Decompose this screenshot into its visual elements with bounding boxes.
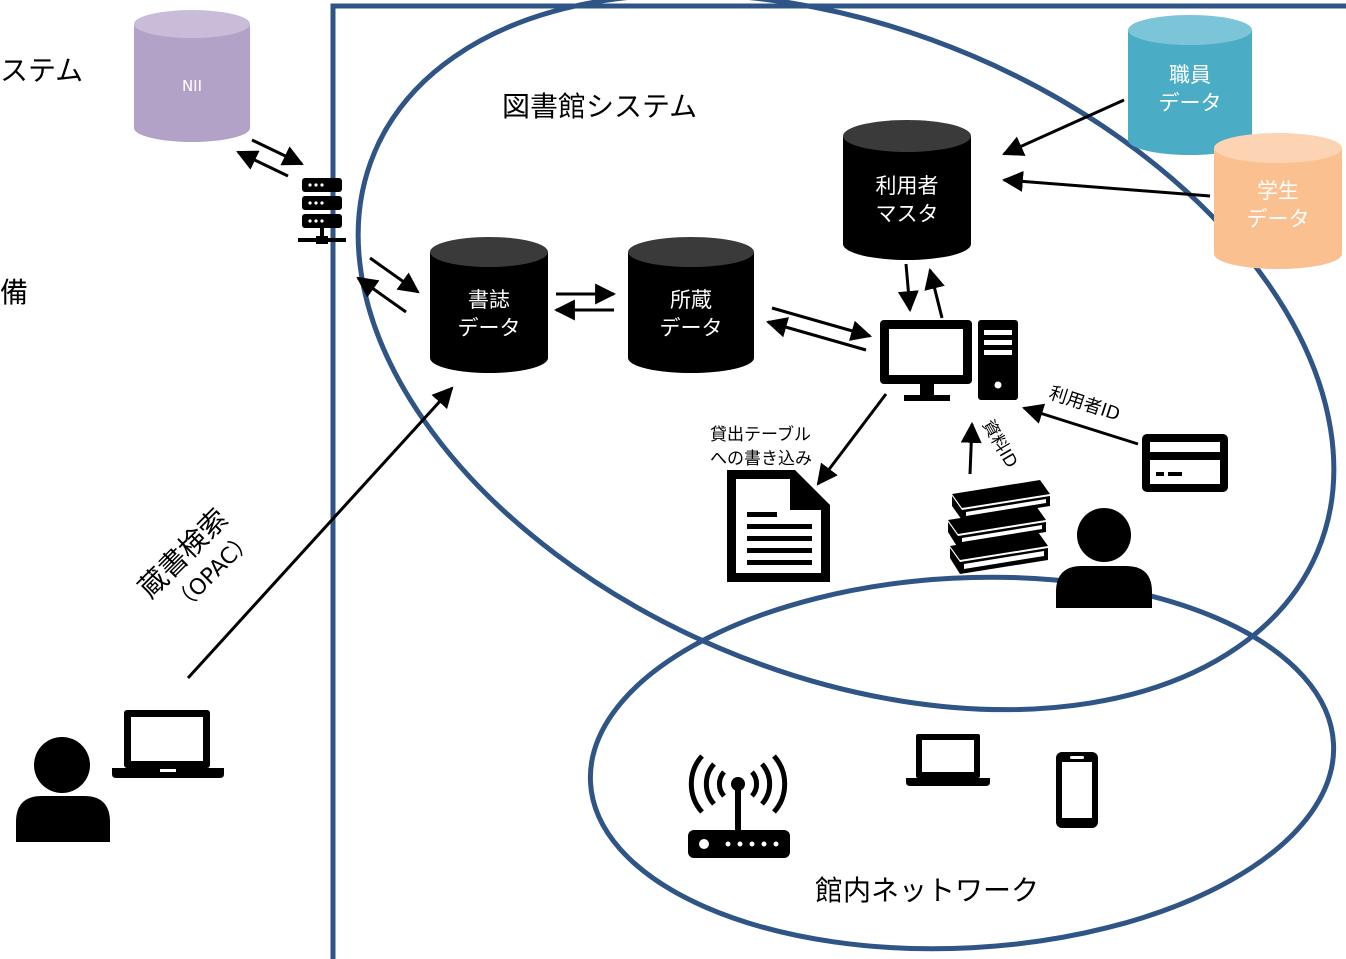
- user-master-database: 利用者 マスタ: [843, 120, 971, 260]
- library-system-title: 図書館システム: [502, 90, 697, 123]
- staff-label-2: データ: [1159, 91, 1222, 115]
- student-database: 学生 データ: [1214, 133, 1342, 269]
- id-card-icon: [1142, 434, 1228, 492]
- holdings-label-2: データ: [660, 316, 723, 340]
- loan-table-label-2: への書き込み: [710, 449, 812, 469]
- opac-label: 蔵書検索 （OPAC）: [132, 502, 259, 618]
- internal-network-ellipse: [587, 574, 1337, 952]
- holdings-database: 所蔵 データ: [628, 237, 754, 373]
- arrow-nii-to-server: [251, 138, 304, 166]
- user-master-label-2: マスタ: [876, 202, 939, 226]
- server-icon: [298, 178, 346, 244]
- person-icon: [1056, 508, 1152, 608]
- arrow-holdings-to-desktop: [771, 306, 873, 341]
- material-id-text: 資料ID: [978, 417, 1021, 472]
- arrow-staff-to-master: [1002, 98, 1125, 156]
- internal-network-title: 館内ネットワーク: [815, 874, 1039, 907]
- arrow-desktop-to-document: [816, 393, 888, 486]
- bib-database: 書誌 データ: [430, 237, 548, 373]
- opac-user-icon: [16, 737, 110, 842]
- books-icon: [948, 480, 1050, 574]
- nii-label: NII: [182, 77, 202, 95]
- arrow-desktop-to-holdings: [765, 317, 867, 352]
- outer-system-fragment: ステム: [0, 54, 83, 87]
- holdings-label-1: 所蔵: [670, 288, 712, 312]
- staff-database: 職員 データ: [1128, 15, 1252, 155]
- arrow-bib-to-server: [356, 276, 407, 314]
- wifi-router-icon: [688, 754, 790, 858]
- arrow-server-to-bib: [369, 256, 420, 294]
- document-icon: [727, 470, 830, 582]
- arrow-opac-to-bib: [186, 386, 454, 680]
- arrow-student-to-master: [1001, 170, 1211, 198]
- student-label-2: データ: [1247, 207, 1310, 231]
- bib-label-1: 書誌: [468, 288, 510, 312]
- nii-database: NII: [134, 10, 250, 142]
- library-system-ellipse: [355, 0, 1337, 713]
- arrow-books-to-tower: [960, 421, 982, 475]
- tower-icon: [978, 320, 1018, 400]
- system-boundary: [330, 3, 1346, 959]
- arrows: [186, 98, 1211, 680]
- arrow-card-to-tower: [1021, 403, 1139, 446]
- material-id-label: 資料ID: [978, 417, 1021, 472]
- laptop-icon: [112, 710, 224, 778]
- student-label-1: 学生: [1257, 179, 1299, 203]
- arrow-server-to-nii: [236, 150, 289, 178]
- bib-label-2: データ: [458, 316, 521, 340]
- user-master-label-1: 利用者: [876, 174, 939, 198]
- arrow-desktop-to-master: [924, 267, 945, 319]
- arrow-master-to-desktop: [897, 263, 919, 313]
- network-laptop-icon: [906, 734, 990, 786]
- desktop-computer-icon: [880, 320, 972, 401]
- smartphone-icon: [1056, 752, 1098, 828]
- staff-label-1: 職員: [1169, 63, 1211, 87]
- outer-fragment-2: 備: [0, 276, 28, 309]
- loan-table-label-1: 貸出テーブル: [710, 424, 811, 445]
